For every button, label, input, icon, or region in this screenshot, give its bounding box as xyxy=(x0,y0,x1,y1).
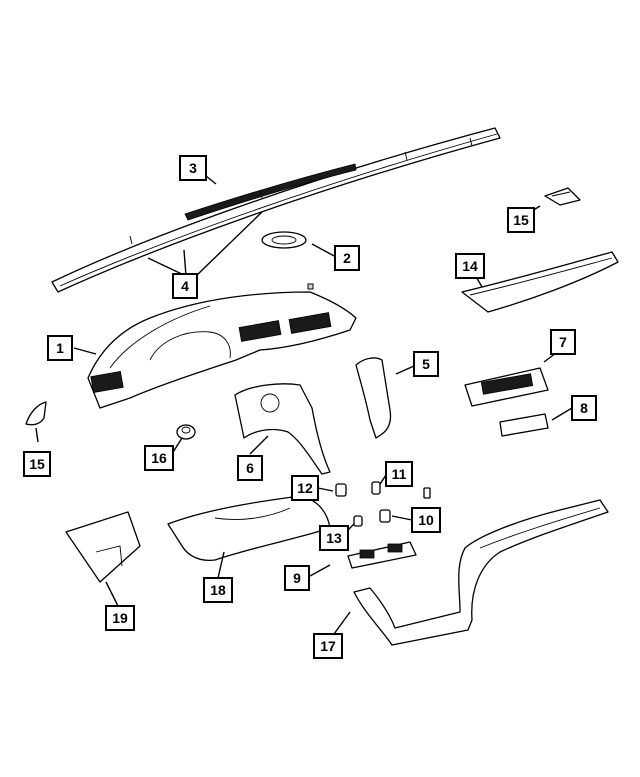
part-2-ring-bezel xyxy=(261,231,307,249)
leader-1 xyxy=(73,347,97,355)
callout-8-label: 8 xyxy=(580,400,588,416)
callout-16-label: 16 xyxy=(151,450,167,466)
leader-3 xyxy=(205,175,217,185)
callout-13: 13 xyxy=(319,525,349,551)
callout-12: 12 xyxy=(291,475,319,501)
leader-18 xyxy=(217,551,225,579)
part-11-clip xyxy=(371,481,381,495)
callout-11: 11 xyxy=(385,461,413,487)
callout-2: 2 xyxy=(334,245,360,271)
part-6-cluster-bezel xyxy=(234,383,331,475)
leader-8 xyxy=(551,407,573,421)
callout-5: 5 xyxy=(413,351,439,377)
callout-6-label: 6 xyxy=(246,460,254,476)
callout-15-left: 15 xyxy=(23,451,51,477)
callout-5-label: 5 xyxy=(422,356,430,372)
callout-15-right-label: 15 xyxy=(513,212,529,228)
part-14-trim-panel xyxy=(461,251,619,313)
part-10-clip xyxy=(379,487,431,523)
callout-7: 7 xyxy=(550,329,576,355)
callout-9-label: 9 xyxy=(293,570,301,586)
callout-14: 14 xyxy=(455,253,485,279)
callout-3: 3 xyxy=(179,155,207,181)
callout-3-label: 3 xyxy=(189,160,197,176)
part-5-side-panel xyxy=(355,357,392,439)
part-15-end-cap-left xyxy=(25,401,47,426)
callout-8: 8 xyxy=(571,395,597,421)
callout-15-right: 15 xyxy=(507,207,535,233)
callout-17: 17 xyxy=(313,633,343,659)
part-15-end-cap-right xyxy=(544,187,581,206)
part-16-knob xyxy=(176,424,196,440)
part-18-lower-trim xyxy=(167,495,331,562)
callout-1-label: 1 xyxy=(56,340,64,356)
callout-19: 19 xyxy=(105,605,135,631)
leader-5 xyxy=(395,365,415,375)
callout-4-label: 4 xyxy=(181,278,189,294)
part-12-clip xyxy=(335,483,347,497)
callout-10-label: 10 xyxy=(418,512,434,528)
callout-17-label: 17 xyxy=(320,638,336,654)
leader-10 xyxy=(391,515,413,521)
leader-4c xyxy=(195,211,263,277)
part-8-flat-panel xyxy=(499,413,549,437)
callout-7-label: 7 xyxy=(559,334,567,350)
leader-6 xyxy=(249,435,269,455)
callout-1: 1 xyxy=(47,335,73,361)
leader-2 xyxy=(311,243,337,258)
callout-10: 10 xyxy=(411,507,441,533)
callout-9: 9 xyxy=(284,565,310,591)
leader-15l xyxy=(35,427,39,443)
part-1-instrument-panel xyxy=(87,283,357,409)
callout-12-label: 12 xyxy=(297,480,313,496)
callout-18-label: 18 xyxy=(210,582,226,598)
part-13-clip xyxy=(353,515,363,527)
callout-2-label: 2 xyxy=(343,250,351,266)
part-17-lower-frame xyxy=(353,499,609,646)
part-7-vent-bezel xyxy=(464,367,549,407)
callout-16: 16 xyxy=(144,445,174,471)
part-19-side-cover xyxy=(65,511,141,583)
callout-4: 4 xyxy=(172,273,198,299)
callout-11-label: 11 xyxy=(392,466,407,482)
leader-12 xyxy=(317,487,334,492)
part-3-top-trim-strip xyxy=(51,127,501,293)
callout-15-left-label: 15 xyxy=(29,456,45,472)
leader-lines xyxy=(35,175,573,635)
part-9-switch-bezel xyxy=(347,541,417,569)
callout-6: 6 xyxy=(237,455,263,481)
leader-4b xyxy=(183,249,187,277)
leader-19 xyxy=(105,581,119,607)
callout-18: 18 xyxy=(203,577,233,603)
leader-17 xyxy=(333,611,351,635)
leader-9 xyxy=(309,564,331,577)
callout-14-label: 14 xyxy=(462,258,478,274)
callout-13-label: 13 xyxy=(326,530,342,546)
callout-19-label: 19 xyxy=(112,610,128,626)
